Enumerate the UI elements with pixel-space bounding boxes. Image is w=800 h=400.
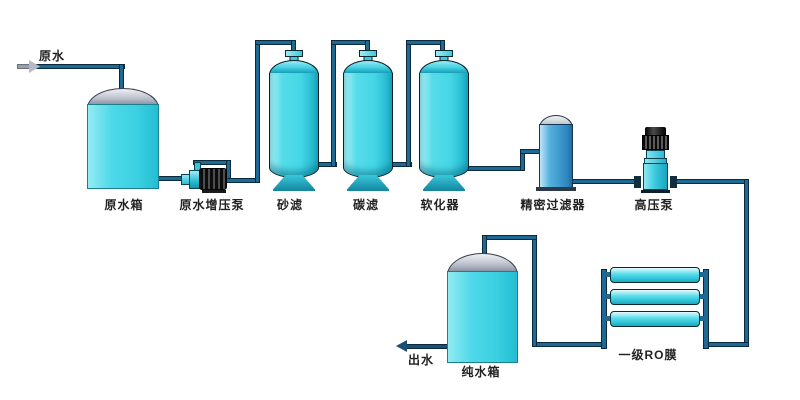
ro-stub <box>699 294 705 299</box>
vessel-body <box>343 73 393 178</box>
pump-flange-right <box>670 176 677 188</box>
tank-body <box>87 104 159 189</box>
pipe-outlet <box>404 344 448 349</box>
pipe <box>30 64 125 69</box>
ro-stub <box>605 316 611 321</box>
pump-body <box>643 163 668 190</box>
ro-stub <box>699 272 705 277</box>
pipe <box>255 40 296 45</box>
pipe <box>482 235 537 240</box>
filter-base <box>536 187 576 191</box>
pump-flange-left <box>634 176 641 188</box>
softener-label: 软化器 <box>420 198 460 212</box>
precision-filter-label: 精密过滤器 <box>520 198 586 212</box>
pipe <box>406 40 411 167</box>
high-pressure-pump-label: 高压泵 <box>634 198 674 212</box>
ro-left-manifold <box>601 269 607 349</box>
raw-water-tank-label: 原水箱 <box>104 198 144 212</box>
pipe <box>532 235 537 347</box>
booster-pump-label: 原水增压泵 <box>179 198 245 212</box>
carbon-filter-label: 碳滤 <box>352 198 380 212</box>
outlet-arrow-icon <box>396 340 407 352</box>
ro-membrane-tube <box>610 289 700 305</box>
tank-body <box>447 271 518 363</box>
motor-fins <box>642 135 669 150</box>
sand-filter-label: 砂滤 <box>276 198 304 212</box>
vessel-skirt <box>423 175 465 191</box>
high-pressure-pump <box>634 127 677 193</box>
pipe <box>331 40 336 167</box>
inlet-arrow-icon <box>29 60 40 73</box>
vessel-body <box>269 73 319 178</box>
raw-water-tank <box>87 88 159 189</box>
ro-membrane-bank <box>601 267 709 349</box>
pipe <box>675 179 749 184</box>
vessel-body <box>419 73 469 178</box>
ro-stub <box>605 294 611 299</box>
ro-stub <box>699 316 705 321</box>
inlet-label: 原水 <box>38 49 66 63</box>
pipe <box>571 179 637 184</box>
ro-stub <box>605 272 611 277</box>
outlet-label: 出水 <box>407 353 435 367</box>
pure-water-tank-label: 纯水箱 <box>461 365 501 379</box>
vessel-skirt <box>347 175 389 191</box>
ro-membrane-tube <box>610 311 700 327</box>
ro-right-manifold <box>703 269 709 349</box>
pipe <box>463 166 525 171</box>
pump-base <box>641 190 670 193</box>
precision-filter <box>536 115 576 193</box>
ro-membrane-tube <box>610 267 700 283</box>
ro-membrane-label: 一级RO膜 <box>618 348 678 362</box>
softener-vessel <box>419 48 469 192</box>
sand-filter-vessel <box>269 48 319 192</box>
booster-pump <box>181 162 230 194</box>
inlet-arrow-shaft <box>17 64 30 69</box>
pipe <box>534 342 604 347</box>
filter-body <box>539 124 573 188</box>
pipe <box>744 179 749 347</box>
pure-water-tank <box>447 253 518 363</box>
pipe <box>707 342 749 347</box>
motor-cap <box>645 127 666 136</box>
pipe <box>255 40 260 183</box>
pump-motor <box>199 168 227 190</box>
pump-base <box>202 190 226 193</box>
carbon-filter-vessel <box>343 48 393 192</box>
vessel-skirt <box>273 175 315 191</box>
